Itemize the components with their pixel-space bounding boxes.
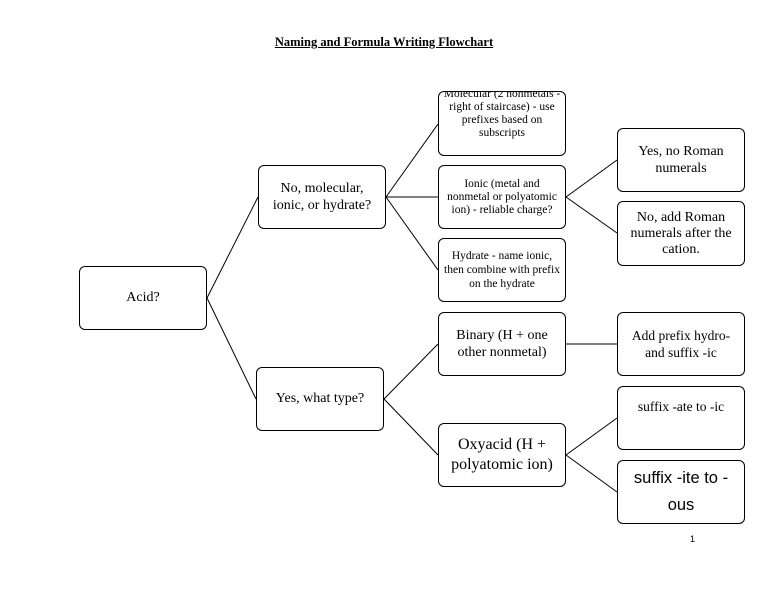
node-hydrate: Hydrate - name ionic, then combine with … bbox=[438, 238, 566, 302]
connector-acid-no bbox=[206, 196, 259, 299]
node-ionic-label: Ionic (metal and nonmetal or polyatomic … bbox=[447, 177, 557, 216]
connector-ionic-yes-roman bbox=[565, 159, 618, 198]
node-ite-ous: suffix -ite to -ous bbox=[617, 460, 745, 524]
connector-oxyacid-ate bbox=[565, 417, 618, 456]
flowchart-title: Naming and Formula Writing Flowchart bbox=[274, 35, 494, 49]
node-no-branch: No, molecular, ionic, or hydrate? bbox=[258, 165, 386, 229]
node-oxyacid-label: Oxyacid (H + polyatomic ion) bbox=[451, 436, 553, 473]
node-oxyacid: Oxyacid (H + polyatomic ion) bbox=[438, 423, 566, 487]
node-ionic: Ionic (metal and nonmetal or polyatomic … bbox=[438, 165, 566, 229]
node-yes-branch-label: Yes, what type? bbox=[275, 391, 365, 406]
node-acid-label: Acid? bbox=[126, 290, 160, 305]
connector-no-hydrate bbox=[385, 196, 439, 271]
node-ate-ic-label: suffix -ate to -ic bbox=[637, 399, 725, 414]
node-acid: Acid? bbox=[79, 266, 207, 330]
connector-ionic-no-roman bbox=[565, 196, 618, 234]
node-yes-no-roman: Yes, no Roman numerals bbox=[617, 128, 745, 192]
node-binary-label: Binary (H + one other nonmetal) bbox=[456, 328, 548, 360]
node-hydro-ic: Add prefix hydro- and suffix -ic bbox=[617, 312, 745, 376]
node-yes-branch: Yes, what type? bbox=[256, 367, 384, 431]
connector-yes-oxyacid bbox=[383, 398, 439, 456]
node-ite-ous-label: suffix -ite to -ous bbox=[633, 469, 729, 514]
node-no-branch-label: No, molecular, ionic, or hydrate? bbox=[272, 181, 372, 213]
node-binary: Binary (H + one other nonmetal) bbox=[438, 312, 566, 376]
connector-oxyacid-ite bbox=[565, 454, 618, 493]
connector-no-molecular bbox=[385, 123, 439, 198]
page-number: 1 bbox=[690, 534, 696, 544]
node-molecular: Molecular (2 nonmetals - right of stairc… bbox=[438, 91, 566, 156]
node-hydrate-label: Hydrate - name ionic, then combine with … bbox=[444, 250, 560, 290]
node-hydro-ic-label: Add prefix hydro- and suffix -ic bbox=[631, 328, 731, 360]
connector-yes-binary bbox=[383, 343, 439, 400]
node-no-add-roman: No, add Roman numerals after the cation. bbox=[617, 201, 745, 266]
connector-acid-yes bbox=[206, 297, 257, 400]
node-molecular-label: Molecular (2 nonmetals - right of stairc… bbox=[443, 91, 561, 139]
node-ate-ic: suffix -ate to -ic bbox=[617, 386, 745, 450]
node-no-add-roman-label: No, add Roman numerals after the cation. bbox=[630, 209, 732, 257]
node-yes-no-roman-label: Yes, no Roman numerals bbox=[638, 144, 724, 176]
